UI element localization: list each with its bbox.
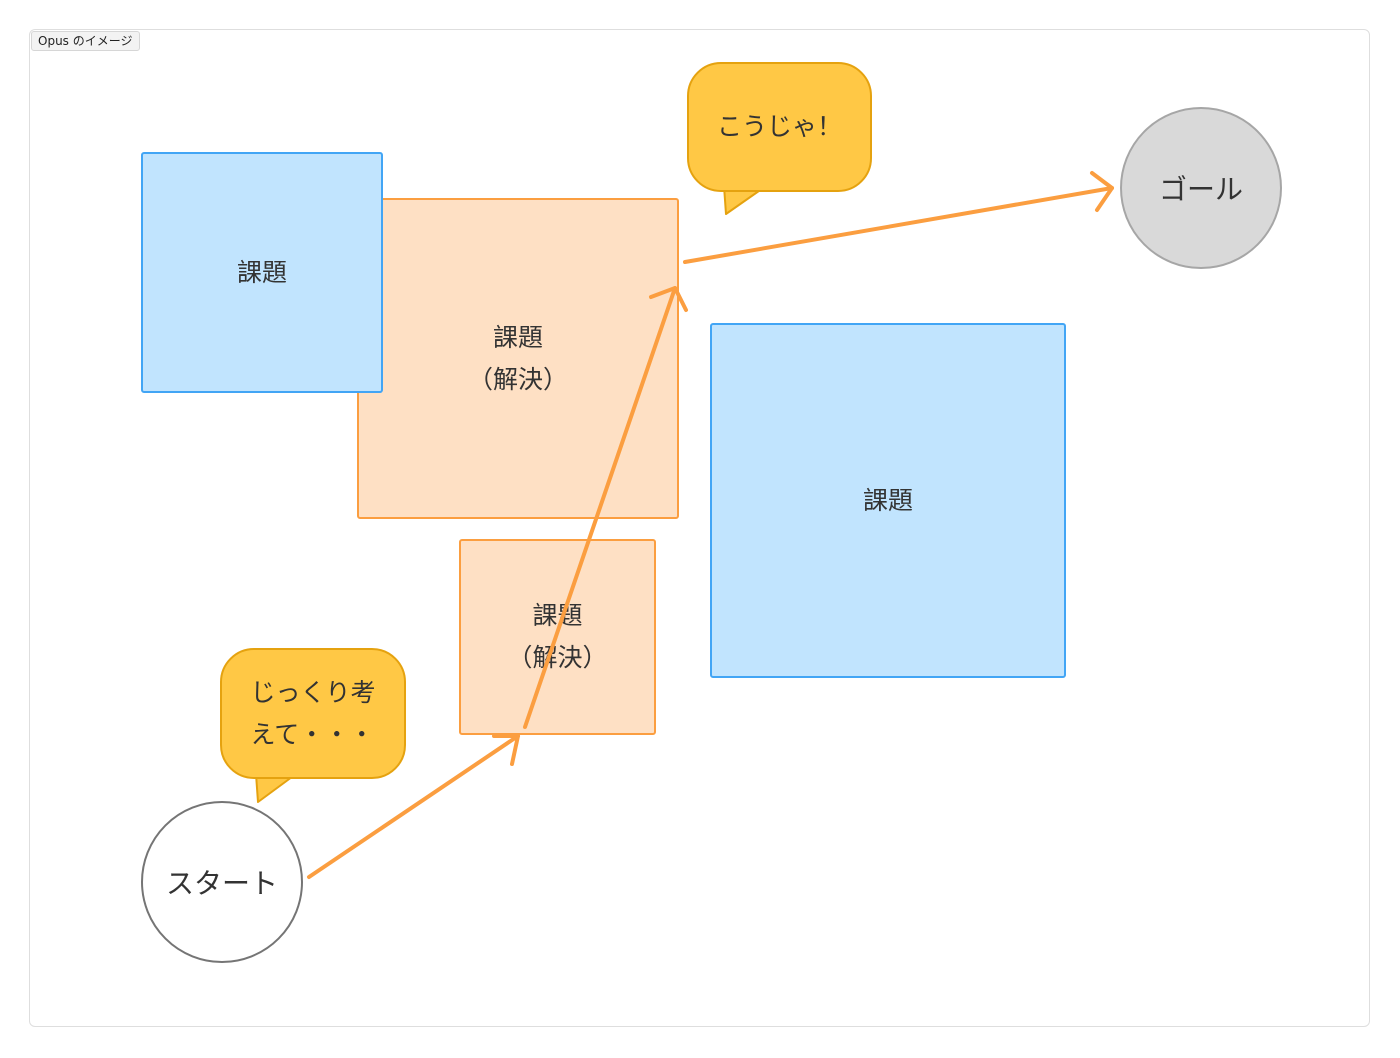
solved-problem-large-label: 課題 （解決） — [467, 322, 568, 394]
think-speech-bubble-text: じっくり考 えて・・・ — [250, 677, 376, 749]
solved-problem-small[interactable]: 課題 （解決） — [459, 539, 656, 735]
problem-top-left-label: 課題 — [236, 257, 287, 287]
frame-label: Opus のイメージ — [31, 31, 140, 51]
think-speech-bubble[interactable]: じっくり考 えて・・・ — [220, 648, 406, 779]
problem-right-label: 課題 — [862, 485, 913, 515]
solved-problem-small-label: 課題 （解決） — [507, 601, 608, 672]
goal-node-label: ゴール — [1158, 173, 1243, 206]
start-node[interactable]: スタート — [141, 801, 303, 963]
start-node-label: スタート — [165, 867, 278, 900]
goal-node[interactable]: ゴール — [1120, 107, 1282, 269]
problem-top-left[interactable]: 課題 — [141, 152, 383, 393]
aha-speech-bubble-text: こうじゃ！ — [716, 112, 842, 141]
solved-problem-large[interactable]: 課題 （解決） — [357, 198, 679, 519]
problem-right[interactable]: 課題 — [710, 323, 1066, 678]
aha-speech-bubble[interactable]: こうじゃ！ — [687, 62, 872, 192]
